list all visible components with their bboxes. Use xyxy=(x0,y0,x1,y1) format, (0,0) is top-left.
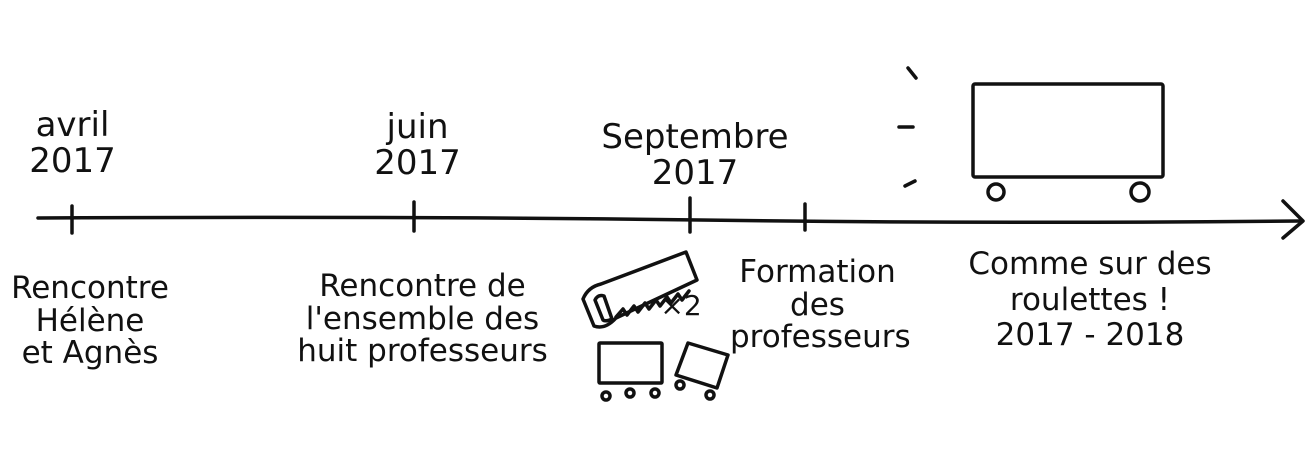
timeline-axis xyxy=(36,215,1302,225)
event-line: Comme sur des xyxy=(968,246,1212,282)
event-line: Hélène xyxy=(35,302,145,339)
saw-multiplier: ×2 xyxy=(660,289,702,322)
cart-icon xyxy=(674,341,730,401)
date-month: juin xyxy=(386,107,449,147)
date-label-septembre: Septembre 2017 xyxy=(595,117,795,193)
event-line: des xyxy=(790,286,845,323)
event-label-comme-sur-des-roulettes: Comme sur des roulettes ! 2017 - 2018 xyxy=(965,246,1215,354)
date-label-juin: juin 2017 xyxy=(360,107,475,183)
event-line: Rencontre de xyxy=(319,268,526,304)
event-line: l'ensemble des xyxy=(305,300,540,337)
event-line: Rencontre xyxy=(11,270,169,306)
event-label-rencontre-professeurs: Rencontre de l'ensemble des huit profess… xyxy=(285,270,560,368)
event-line: Formation xyxy=(739,254,896,290)
saw-icon xyxy=(581,250,699,329)
date-label-avril: avril 2017 xyxy=(15,105,130,181)
event-line: professeurs xyxy=(730,319,911,356)
event-line: huit professeurs xyxy=(297,333,548,370)
event-line: 2017 - 2018 xyxy=(995,317,1185,354)
date-year: 2017 xyxy=(29,140,116,181)
cart-moving-icon xyxy=(897,66,1165,203)
timeline-arrowhead xyxy=(1281,199,1305,240)
date-year: 2017 xyxy=(651,152,739,193)
cart-icon xyxy=(597,341,664,402)
event-line: roulettes ! xyxy=(1009,281,1171,318)
event-label-formation: Formation des professeurs xyxy=(730,254,911,356)
event-label-rencontre-helene-agnes: Rencontre Hélène et Agnès xyxy=(5,272,175,370)
date-month: avril xyxy=(35,105,110,145)
date-year: 2017 xyxy=(374,142,461,183)
date-month: Septembre xyxy=(601,117,789,157)
event-line: et Agnès xyxy=(21,335,159,372)
